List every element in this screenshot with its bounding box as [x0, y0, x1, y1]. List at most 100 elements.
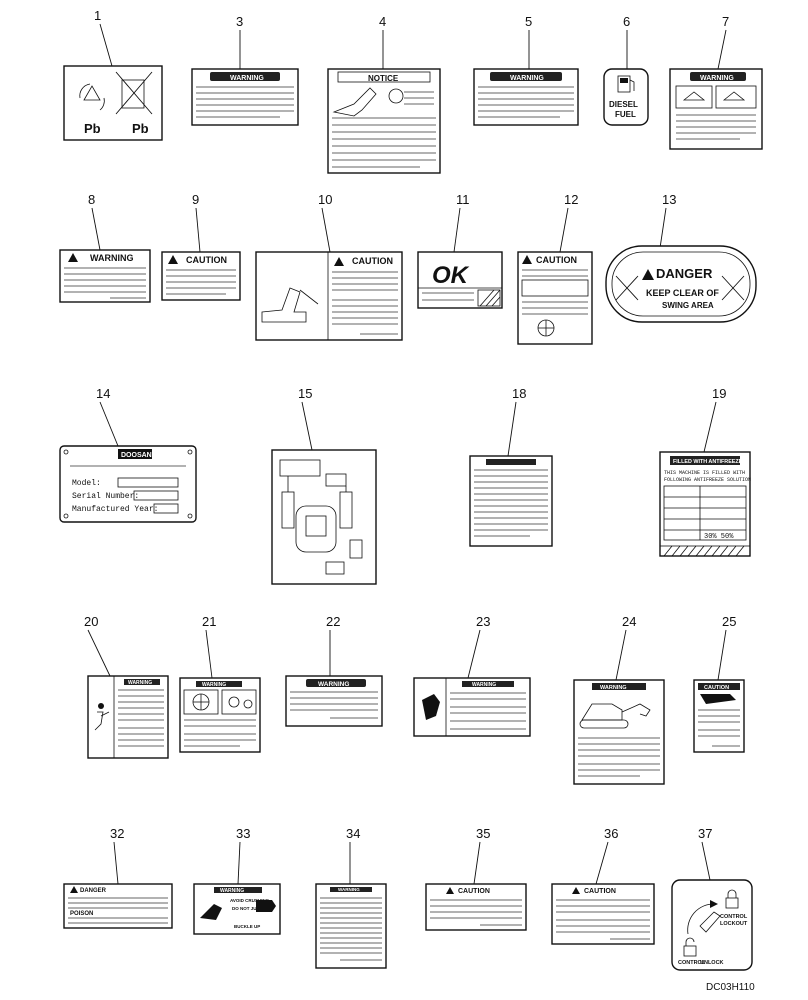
callout-number: 4 — [379, 14, 386, 29]
decal-11: 11 OK — [417, 192, 503, 309]
decal-23: 23 WARNING — [413, 614, 531, 737]
crossed-bin-icon — [115, 71, 153, 115]
callout-number: 37 — [698, 826, 712, 841]
callout-number: 3 — [236, 14, 243, 29]
concentration-value: 30% 50% — [704, 533, 734, 541]
control-lockout-label: CONTROL — [720, 914, 748, 920]
control-lockout-label: LOCKOUT — [720, 921, 748, 927]
decal-15: 15 — [271, 386, 377, 585]
fuel-label: FUEL — [615, 110, 636, 119]
callout-number: 24 — [622, 614, 636, 629]
hatched-stripe — [659, 545, 751, 557]
electrocution-icon — [94, 703, 110, 731]
decal-12: 12 CAUTION — [517, 192, 593, 345]
danger-heading: DANGER — [80, 888, 107, 894]
decal-9: 9 CAUTION — [161, 192, 241, 301]
keep-clear-text: KEEP CLEAR OF — [646, 288, 719, 298]
caution-heading: CAUTION — [584, 888, 616, 895]
buckle-up-text: BUCKLE UP — [234, 924, 260, 929]
warning-heading: WARNING — [220, 888, 244, 894]
callout-number: 9 — [192, 192, 199, 207]
decal-21: 21 WARNING — [179, 614, 261, 753]
warning-heading: WARNING — [700, 75, 734, 82]
decal-4: 4 NOTICE — [327, 14, 441, 174]
antifreeze-line: FOLLOWING ANTIFREEZE SOLUTION — [664, 477, 751, 483]
ok-mark: OK — [432, 262, 470, 289]
callout-number: 32 — [110, 826, 124, 841]
notice-heading: NOTICE — [368, 74, 399, 83]
pressurized-tank-icon — [675, 85, 757, 109]
decal-20: 20 WARNING — [84, 614, 169, 759]
decal-34: 34 WARNING — [315, 826, 387, 969]
control-unlock-label: CONTROL — [678, 960, 706, 966]
decal-13: 13 DANGER KEEP CLEAR OF SWING AREA — [605, 192, 757, 323]
decal-3: 3 WARNING — [191, 14, 299, 126]
callout-number: 12 — [564, 192, 578, 207]
callout-number: 33 — [236, 826, 250, 841]
caution-heading: CAUTION — [704, 685, 729, 691]
decal-1: 1 Pb Pb — [63, 8, 163, 141]
hatched-panel — [477, 289, 501, 307]
callout-number: 34 — [346, 826, 360, 841]
seatbelt-icon — [256, 900, 276, 912]
fuel-pump-icon — [617, 75, 635, 93]
caution-heading: CAUTION — [352, 256, 393, 266]
callout-number: 20 — [84, 614, 98, 629]
decal-7: 7 WARNING — [669, 14, 763, 150]
antifreeze-heading: FILLED WITH ANTIFREEZE — [673, 459, 743, 465]
poison-text: POISON — [70, 911, 93, 917]
excavator-icon — [579, 703, 651, 729]
operator-controls-diagram — [279, 459, 363, 575]
callout-number: 13 — [662, 192, 676, 207]
selector-valve-icon — [537, 319, 555, 337]
brand-logo: DOOSAN — [121, 452, 152, 459]
warning-heading: WARNING — [128, 680, 152, 686]
unlock-icon — [683, 937, 697, 957]
crossed-excavator-icon — [615, 275, 745, 301]
decal-33: 33 WARNING AVOID CRUSHING DO NOT JUMP BU… — [193, 826, 281, 935]
recycle-icon — [79, 83, 105, 111]
rollover-icon — [200, 904, 222, 920]
warning-heading: WARNING — [202, 682, 226, 688]
callout-number: 1 — [94, 8, 101, 23]
drawing-code: DC03H110 — [706, 982, 755, 993]
callout-number: 23 — [476, 614, 490, 629]
decal-14: 14 DOOSAN Model: Serial Number: Manufact… — [59, 386, 197, 523]
caution-heading: CAUTION — [536, 255, 577, 265]
decal-5: 5 WARNING — [473, 14, 579, 126]
callout-number: 15 — [298, 386, 312, 401]
excavator-icon — [261, 287, 319, 323]
warning-heading: WARNING — [600, 685, 627, 691]
do-not-jump-text: DO NOT JUMP — [232, 906, 263, 911]
diesel-label: DIESEL — [609, 100, 638, 109]
electric-shock-icon — [422, 694, 440, 720]
decal-25: 25 CAUTION — [693, 614, 745, 753]
hand-pinch-icon — [700, 694, 736, 704]
decal-8: 8 WARNING — [59, 192, 151, 303]
warning-heading: WARNING — [90, 253, 134, 263]
warning-heading: WARNING — [318, 681, 349, 688]
pb-label: Pb — [132, 121, 149, 136]
danger-heading: DANGER — [656, 266, 713, 281]
decal-19: 19 FILLED WITH ANTIFREEZE THIS MACHINE I… — [659, 386, 751, 557]
callout-number: 36 — [604, 826, 618, 841]
belt-icon — [221, 689, 257, 715]
serial-number-label: Serial Number: — [72, 492, 139, 501]
callout-number: 22 — [326, 614, 340, 629]
callout-number: 8 — [88, 192, 95, 207]
pb-label: Pb — [84, 121, 101, 136]
model-label: Model: — [72, 479, 101, 488]
callout-number: 10 — [318, 192, 332, 207]
decal-37: 37 CONTROL LOCKOUT CONTROL UNLOCK — [671, 826, 753, 971]
avoid-crushing-text: AVOID CRUSHING — [230, 898, 270, 903]
callout-number: 19 — [712, 386, 726, 401]
swing-area-text: SWING AREA — [662, 301, 714, 310]
decal-36: 36 CAUTION — [551, 826, 655, 945]
decal-24: 24 WARNING — [573, 614, 665, 785]
callout-number: 11 — [456, 192, 470, 207]
callout-number: 14 — [96, 386, 110, 401]
callout-number: 7 — [722, 14, 729, 29]
manufactured-year-label: Manufactured Year: — [72, 505, 158, 514]
callout-number: 21 — [202, 614, 216, 629]
